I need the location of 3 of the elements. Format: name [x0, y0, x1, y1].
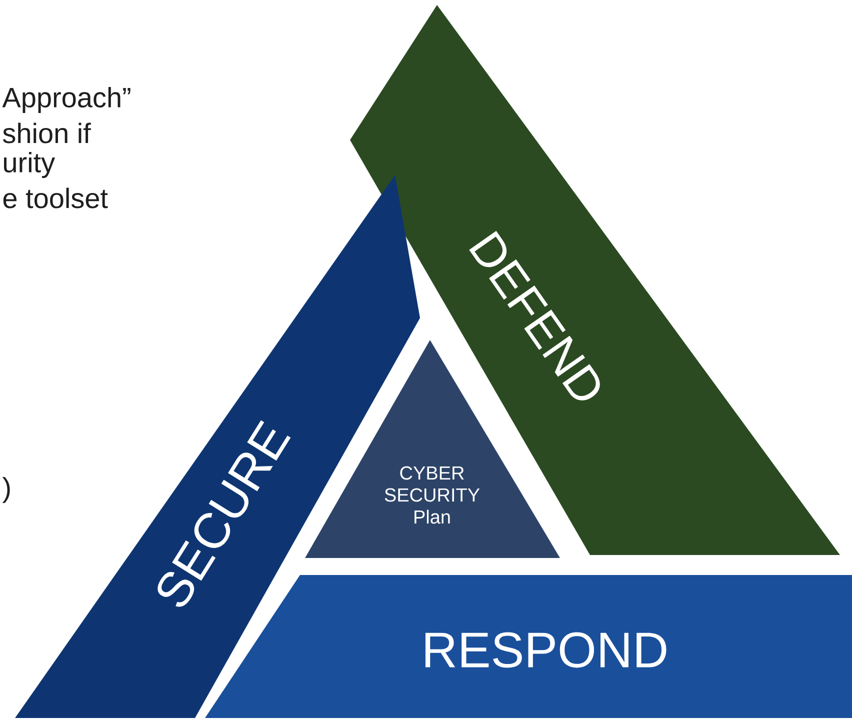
- text-fragment: shion if: [3, 122, 91, 144]
- respond-band: RESPOND: [205, 575, 852, 718]
- text-fragment: Approach”: [2, 86, 130, 114]
